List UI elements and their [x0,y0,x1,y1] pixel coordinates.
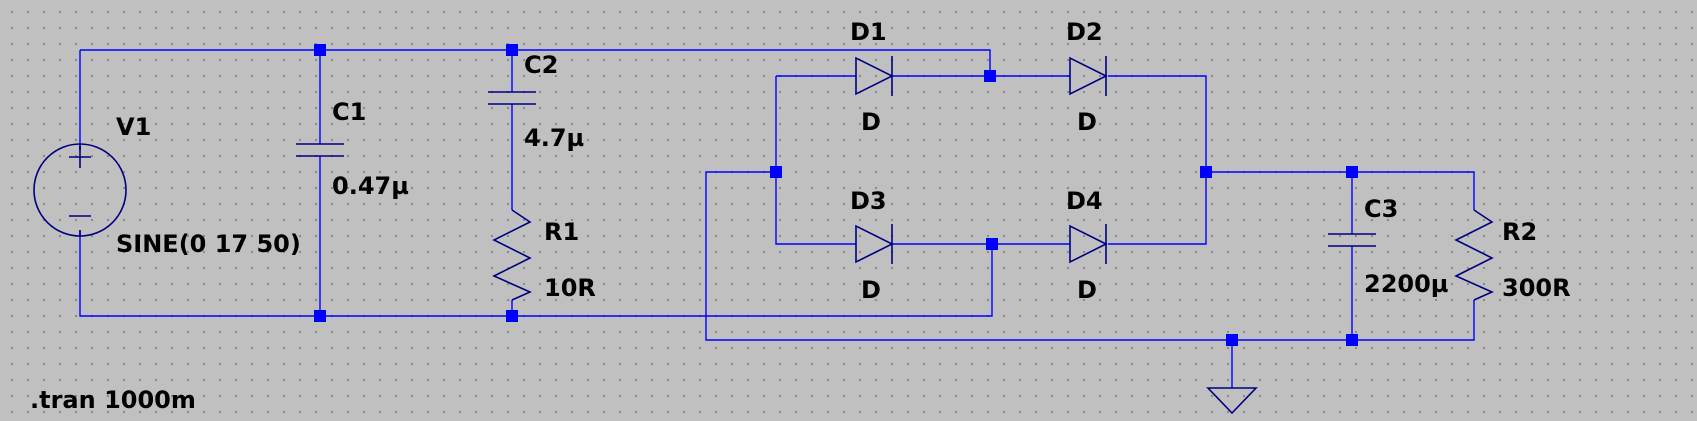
voltage-source-v1[interactable] [33,143,127,237]
diode-d2[interactable] [1069,56,1108,96]
wire[interactable] [1108,172,1207,245]
c3-name-label: C3 [1364,195,1398,223]
junctions [314,44,1358,346]
diode-d1[interactable] [855,56,894,96]
diode-d4[interactable] [1069,224,1108,264]
c1-value-label: 0.47µ [332,172,409,200]
wires [79,49,1475,388]
r2-value-label: 300R [1502,274,1571,302]
r1-name-label: R1 [544,218,579,246]
r1-value-label: 10R [544,274,596,302]
d2-value-label: D [1077,108,1097,136]
wire[interactable] [79,230,320,317]
junction-dot [1200,166,1212,178]
junction-dot [1346,334,1358,346]
diode-d3[interactable] [855,224,894,264]
d1-name-label: D1 [850,18,887,46]
d3-name-label: D3 [850,187,887,215]
capacitor-c1[interactable] [296,143,344,157]
wire[interactable] [1108,75,1207,172]
junction-dot [770,166,782,178]
wire[interactable] [512,244,993,317]
spice-directive[interactable]: .tran 1000m [30,386,196,414]
resistor-r1[interactable] [492,209,532,301]
v1-name-label: V1 [116,113,151,141]
wire[interactable] [512,49,991,76]
junction-dot [506,44,518,56]
wire[interactable] [775,76,856,245]
junction-dot [314,310,326,322]
capacitor-c2[interactable] [488,91,536,105]
ground-icon[interactable] [1206,387,1258,415]
wire[interactable] [1206,171,1475,210]
junction-dot [506,310,518,322]
c1-name-label: C1 [332,98,366,126]
r2-name-label: R2 [1502,218,1537,246]
d1-value-label: D [861,108,881,136]
d3-value-label: D [861,276,881,304]
resistor-r2[interactable] [1454,209,1494,301]
junction-dot [1346,166,1358,178]
d4-value-label: D [1077,276,1097,304]
junction-dot [314,44,326,56]
v1-value-label: SINE(0 17 50) [116,230,301,258]
junction-dot [1226,334,1238,346]
c2-name-label: C2 [524,51,558,79]
junction-dot [986,238,998,250]
wire[interactable] [705,171,1232,341]
labels: V1 SINE(0 17 50) C1 0.47µ C2 4.7µ R1 10R… [30,18,1571,414]
c2-value-label: 4.7µ [524,124,584,152]
d2-name-label: D2 [1066,18,1103,46]
wire[interactable] [1352,300,1475,341]
c3-value-label: 2200µ [1364,270,1448,298]
capacitor-c3[interactable] [1328,233,1376,247]
junction-dot [984,70,996,82]
d4-name-label: D4 [1066,187,1103,215]
